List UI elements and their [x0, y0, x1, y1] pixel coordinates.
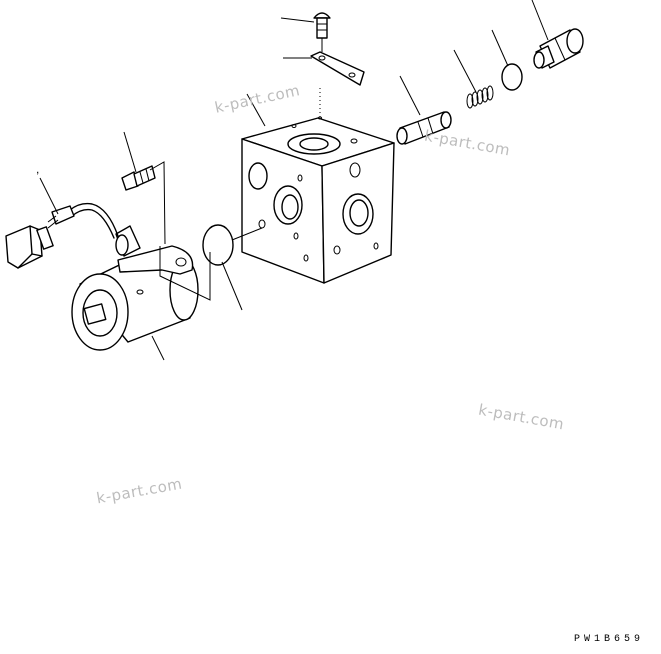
valve-block	[241, 117, 395, 284]
wire-harness	[5, 202, 119, 269]
o-ring-plug	[501, 63, 523, 91]
figure-code: PW1B659	[574, 634, 645, 645]
solenoid	[71, 225, 199, 351]
spool	[396, 111, 452, 145]
leader-lines	[39, 0, 549, 361]
o-ring-solenoid	[202, 224, 234, 266]
plate-screw	[313, 12, 331, 52]
o-ring-axis-line	[231, 227, 263, 241]
spring	[466, 85, 494, 109]
flange-guide-line	[159, 246, 211, 301]
plug	[533, 28, 584, 69]
bolt-guide-line	[149, 161, 166, 245]
solenoid-bolt	[121, 165, 156, 191]
stray-mark: ,	[36, 162, 40, 176]
name-plate	[310, 51, 365, 120]
